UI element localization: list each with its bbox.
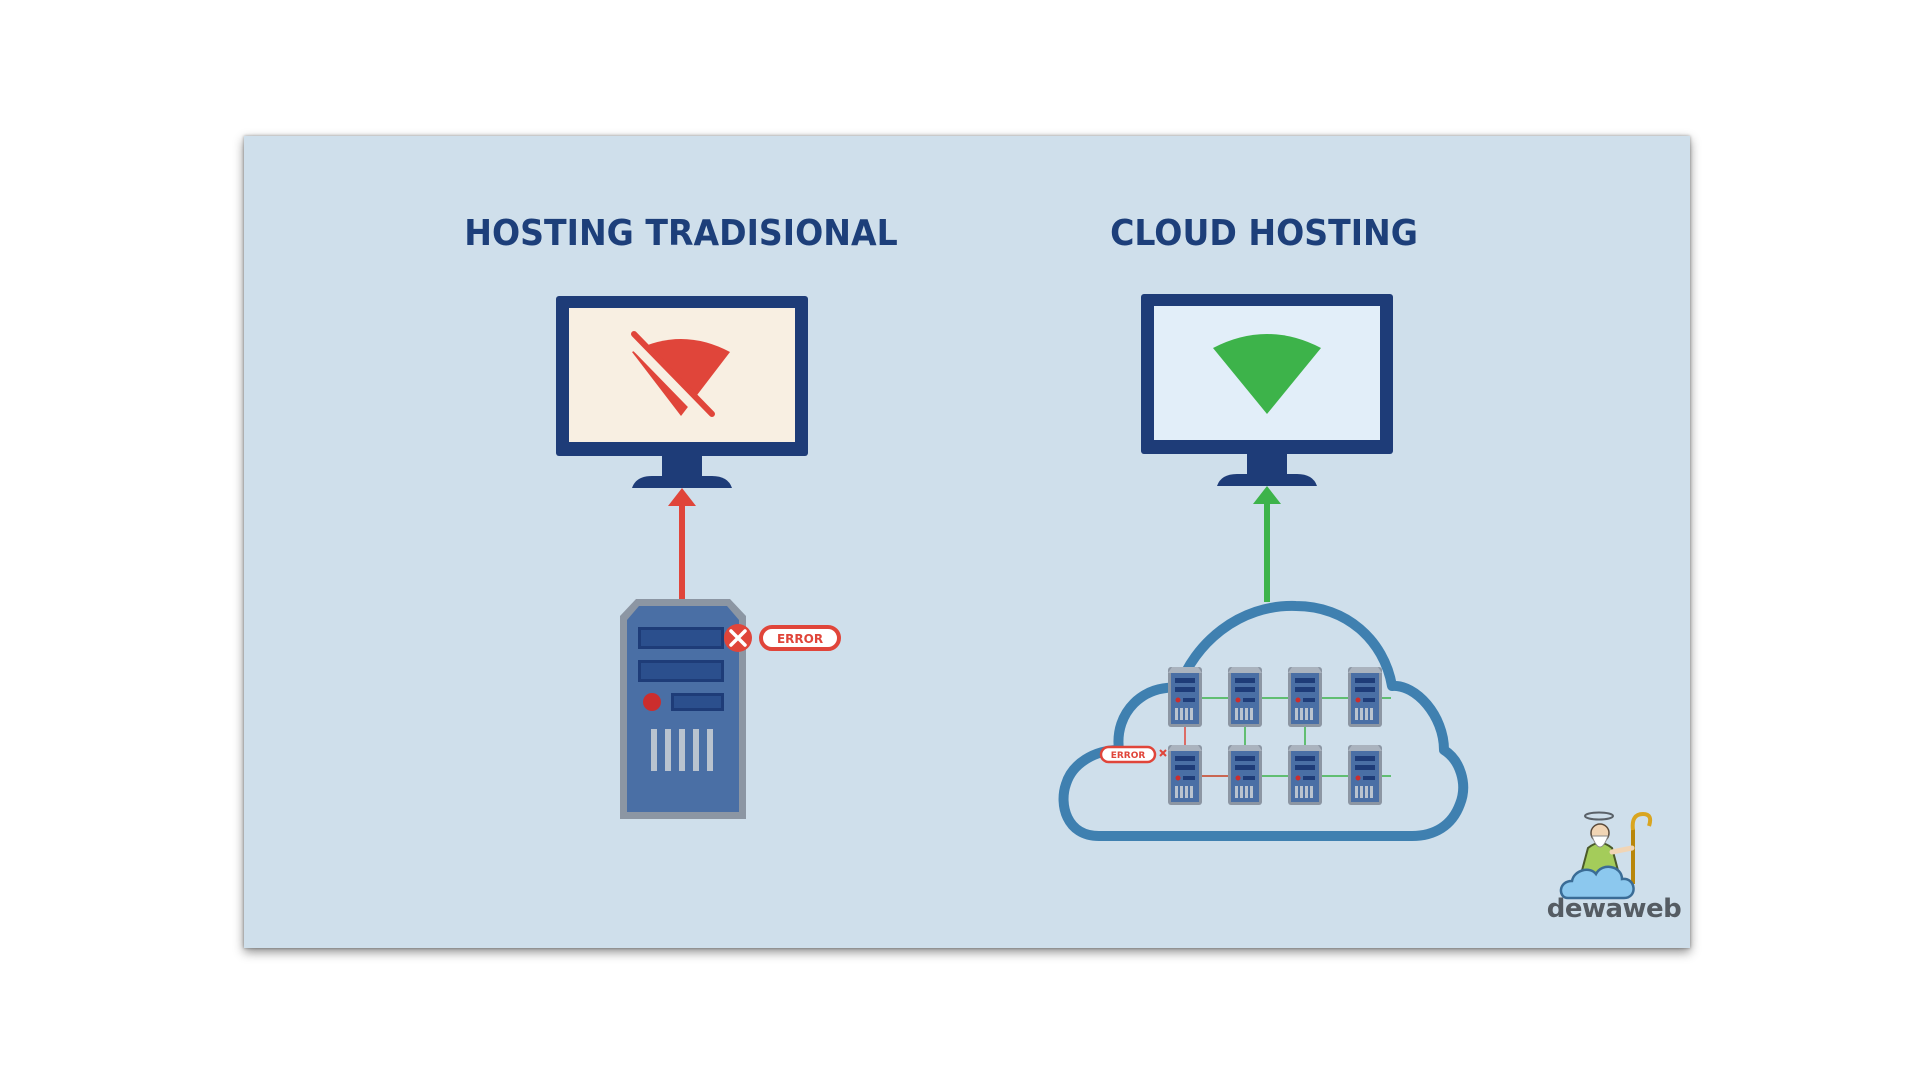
error-close-icon [724, 624, 752, 652]
cloud-connection-arrow [1253, 486, 1281, 602]
cloud-server [1168, 667, 1202, 727]
error-label-cloud: ERROR [1111, 751, 1146, 761]
error-badge-cloud: ERROR [1099, 745, 1167, 764]
cloud-server [1348, 667, 1382, 727]
traditional-hosting-title: HOSTING TRADISIONAL [464, 213, 898, 254]
dewaweb-logo-text: dewaweb [1546, 894, 1682, 924]
wifi-icon [1213, 334, 1321, 414]
wifi-off-icon [627, 331, 730, 425]
cloud-server [1288, 745, 1322, 805]
cloud-server [1288, 667, 1322, 727]
traditional-connection-arrow [668, 488, 696, 612]
error-close-icon [1159, 749, 1167, 757]
cloud-outline [1058, 600, 1469, 841]
diagram-panel: HOSTING TRADISIONAL CLOUD HOSTING [244, 136, 1690, 948]
error-badge-traditional: ERROR [759, 625, 841, 651]
cloud-server [1168, 745, 1202, 805]
cloud-hosting-title: CLOUD HOSTING [1110, 213, 1418, 254]
traditional-server [620, 599, 746, 819]
hosting-comparison-diagram: ERROR [556, 294, 1653, 900]
cloud-server [1348, 745, 1382, 805]
cloud-server [1228, 667, 1262, 727]
dewaweb-mascot-logo [1559, 811, 1653, 900]
error-label-traditional: ERROR [777, 632, 823, 646]
cloud-server [1228, 745, 1262, 805]
